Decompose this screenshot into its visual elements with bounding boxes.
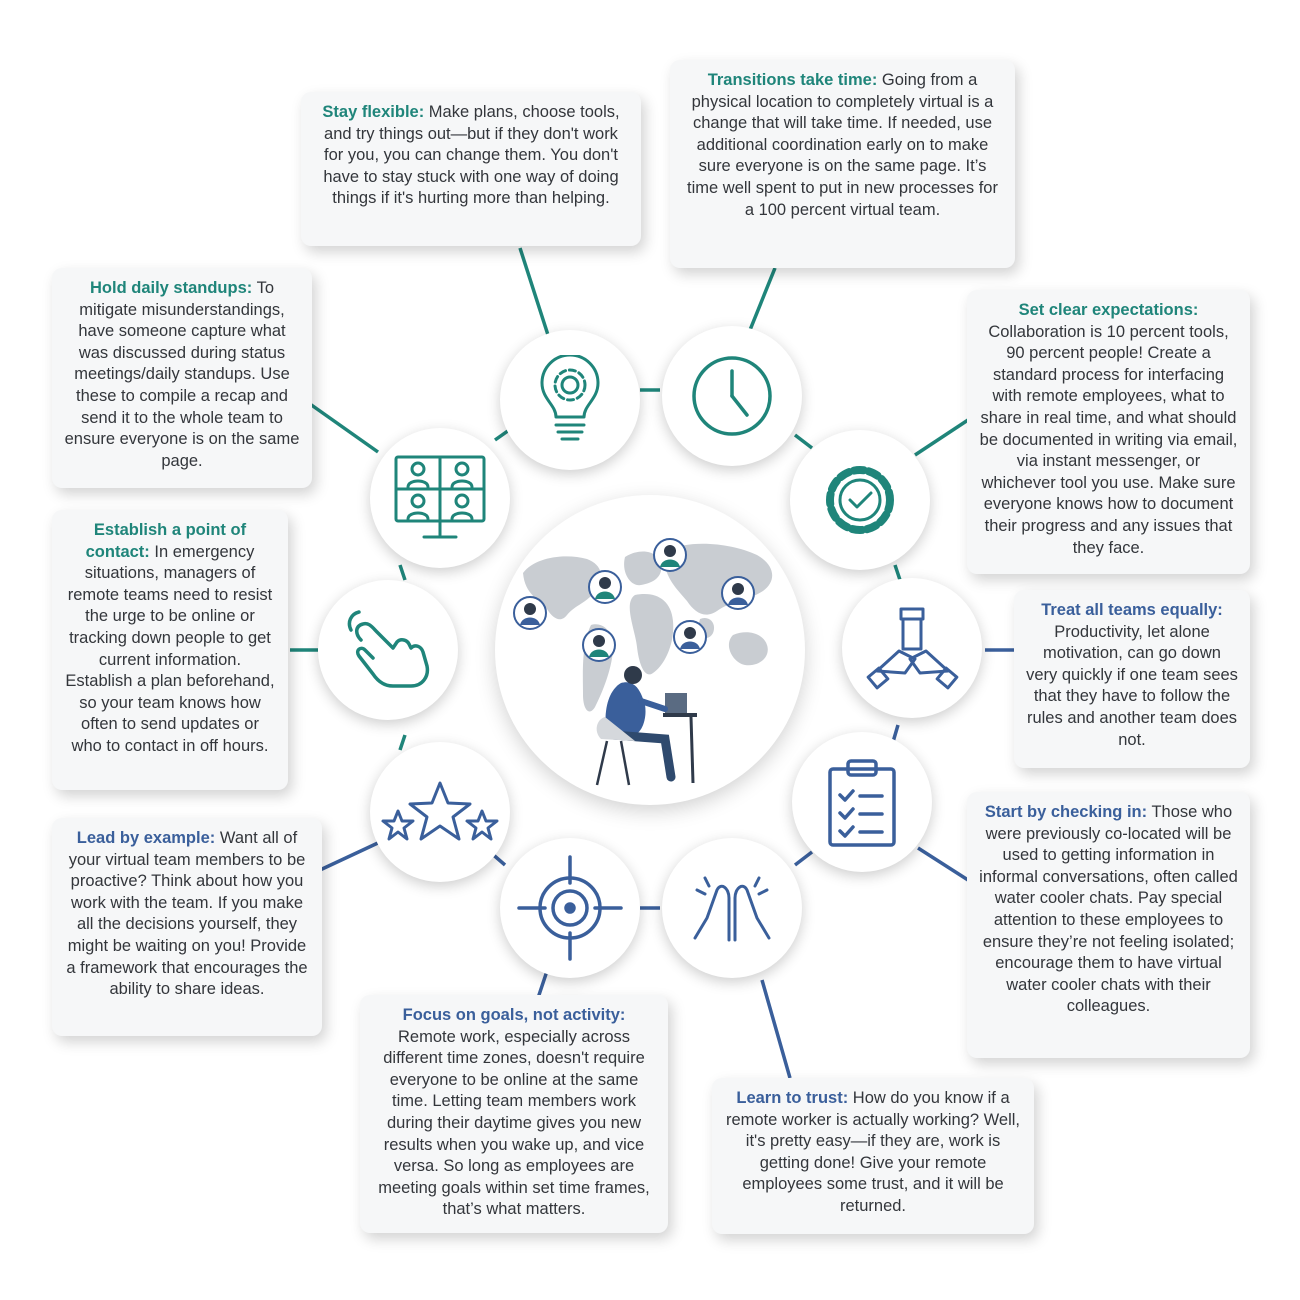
- card-treat-equally: Treat all teams equally: Productivity, l…: [1014, 590, 1250, 768]
- avatar: [673, 620, 707, 654]
- target-crosshair-icon: [500, 838, 640, 978]
- clock-icon: [662, 326, 802, 466]
- ring-9: [398, 564, 407, 581]
- card-title: Lead by example:: [76, 829, 216, 847]
- card-body: Going from a physical location to comple…: [687, 71, 998, 219]
- card-body: Remote work, especially across different…: [378, 1027, 650, 1219]
- ring-3: [893, 564, 902, 581]
- connector-expectations: [914, 418, 969, 457]
- card-lead-by-example: Lead by example: Want all of your virtua…: [52, 818, 322, 1036]
- avatar: [588, 570, 622, 604]
- card-body: To mitigate misunderstandings, have some…: [64, 279, 300, 470]
- world-map-remote-worker-icon: [495, 495, 805, 805]
- card-body: Those who were previously co-located wil…: [979, 803, 1238, 1016]
- card-stay-flexible: Stay flexible: Make plans, choose tools,…: [301, 92, 641, 246]
- world-map: [523, 543, 773, 712]
- card-title: Hold daily standups:: [90, 279, 253, 297]
- card-point-of-contact: Establish a point of contact: In emergen…: [52, 510, 288, 790]
- avatar: [653, 538, 687, 572]
- clipboard-checklist-icon: [792, 732, 932, 872]
- card-body: Collaboration is 10 percent tools, 90 pe…: [979, 322, 1238, 557]
- lightbulb-gear-icon: [500, 330, 640, 470]
- card-title: Set clear expectations:: [1018, 301, 1199, 319]
- video-call-icon: [370, 428, 510, 568]
- card-body: In emergency situations, managers of rem…: [65, 542, 275, 755]
- card-daily-standups: Hold daily standups: To mitigate misunde…: [52, 268, 312, 488]
- card-expectations: Set clear expectations: Collaboration is…: [967, 290, 1250, 574]
- stacked-hands-icon: [842, 578, 982, 718]
- ring-2: [793, 433, 814, 450]
- praying-hands-icon: [662, 838, 802, 978]
- card-title: Establish a point of contact:: [85, 521, 247, 561]
- card-title: Treat all teams equally:: [1041, 601, 1223, 619]
- card-transitions: Transitions take time: Going from a phys…: [670, 60, 1015, 268]
- gear-check-icon: [790, 430, 930, 570]
- avatar: [721, 576, 755, 610]
- card-title: Focus on goals, not activity:: [402, 1006, 626, 1024]
- card-body: How do you know if a remote worker is ac…: [725, 1089, 1021, 1215]
- connector-transitions: [748, 267, 777, 331]
- avatar: [513, 596, 547, 630]
- card-focus-goals: Focus on goals, not activity: Remote wor…: [360, 995, 668, 1233]
- ring-5: [793, 850, 814, 867]
- remote-team-avatars: [513, 538, 755, 662]
- ring-8: [398, 734, 407, 751]
- connector-trust: [760, 979, 792, 1079]
- pointing-hand-icon: [318, 580, 458, 720]
- card-body: Want all of your virtual team members to…: [66, 829, 308, 999]
- connector-flexible: [518, 247, 550, 336]
- card-title: Transitions take time:: [707, 71, 878, 89]
- remote-worker: [595, 666, 697, 786]
- card-title: Stay flexible:: [322, 103, 425, 121]
- avatar: [582, 628, 616, 662]
- card-body: Productivity, let alone motivation, can …: [1026, 622, 1238, 749]
- card-checking-in: Start by checking in: Those who were pre…: [967, 792, 1250, 1058]
- card-title: Start by checking in:: [984, 803, 1148, 821]
- connector-checking: [917, 846, 969, 882]
- stars-icon: [370, 742, 510, 882]
- card-body: Make plans, choose tools, and try things…: [323, 103, 620, 208]
- card-title: Learn to trust:: [736, 1089, 849, 1107]
- connector-standups: [308, 402, 380, 454]
- connector-lead: [319, 840, 381, 872]
- card-learn-trust: Learn to trust: How do you know if a rem…: [712, 1078, 1034, 1234]
